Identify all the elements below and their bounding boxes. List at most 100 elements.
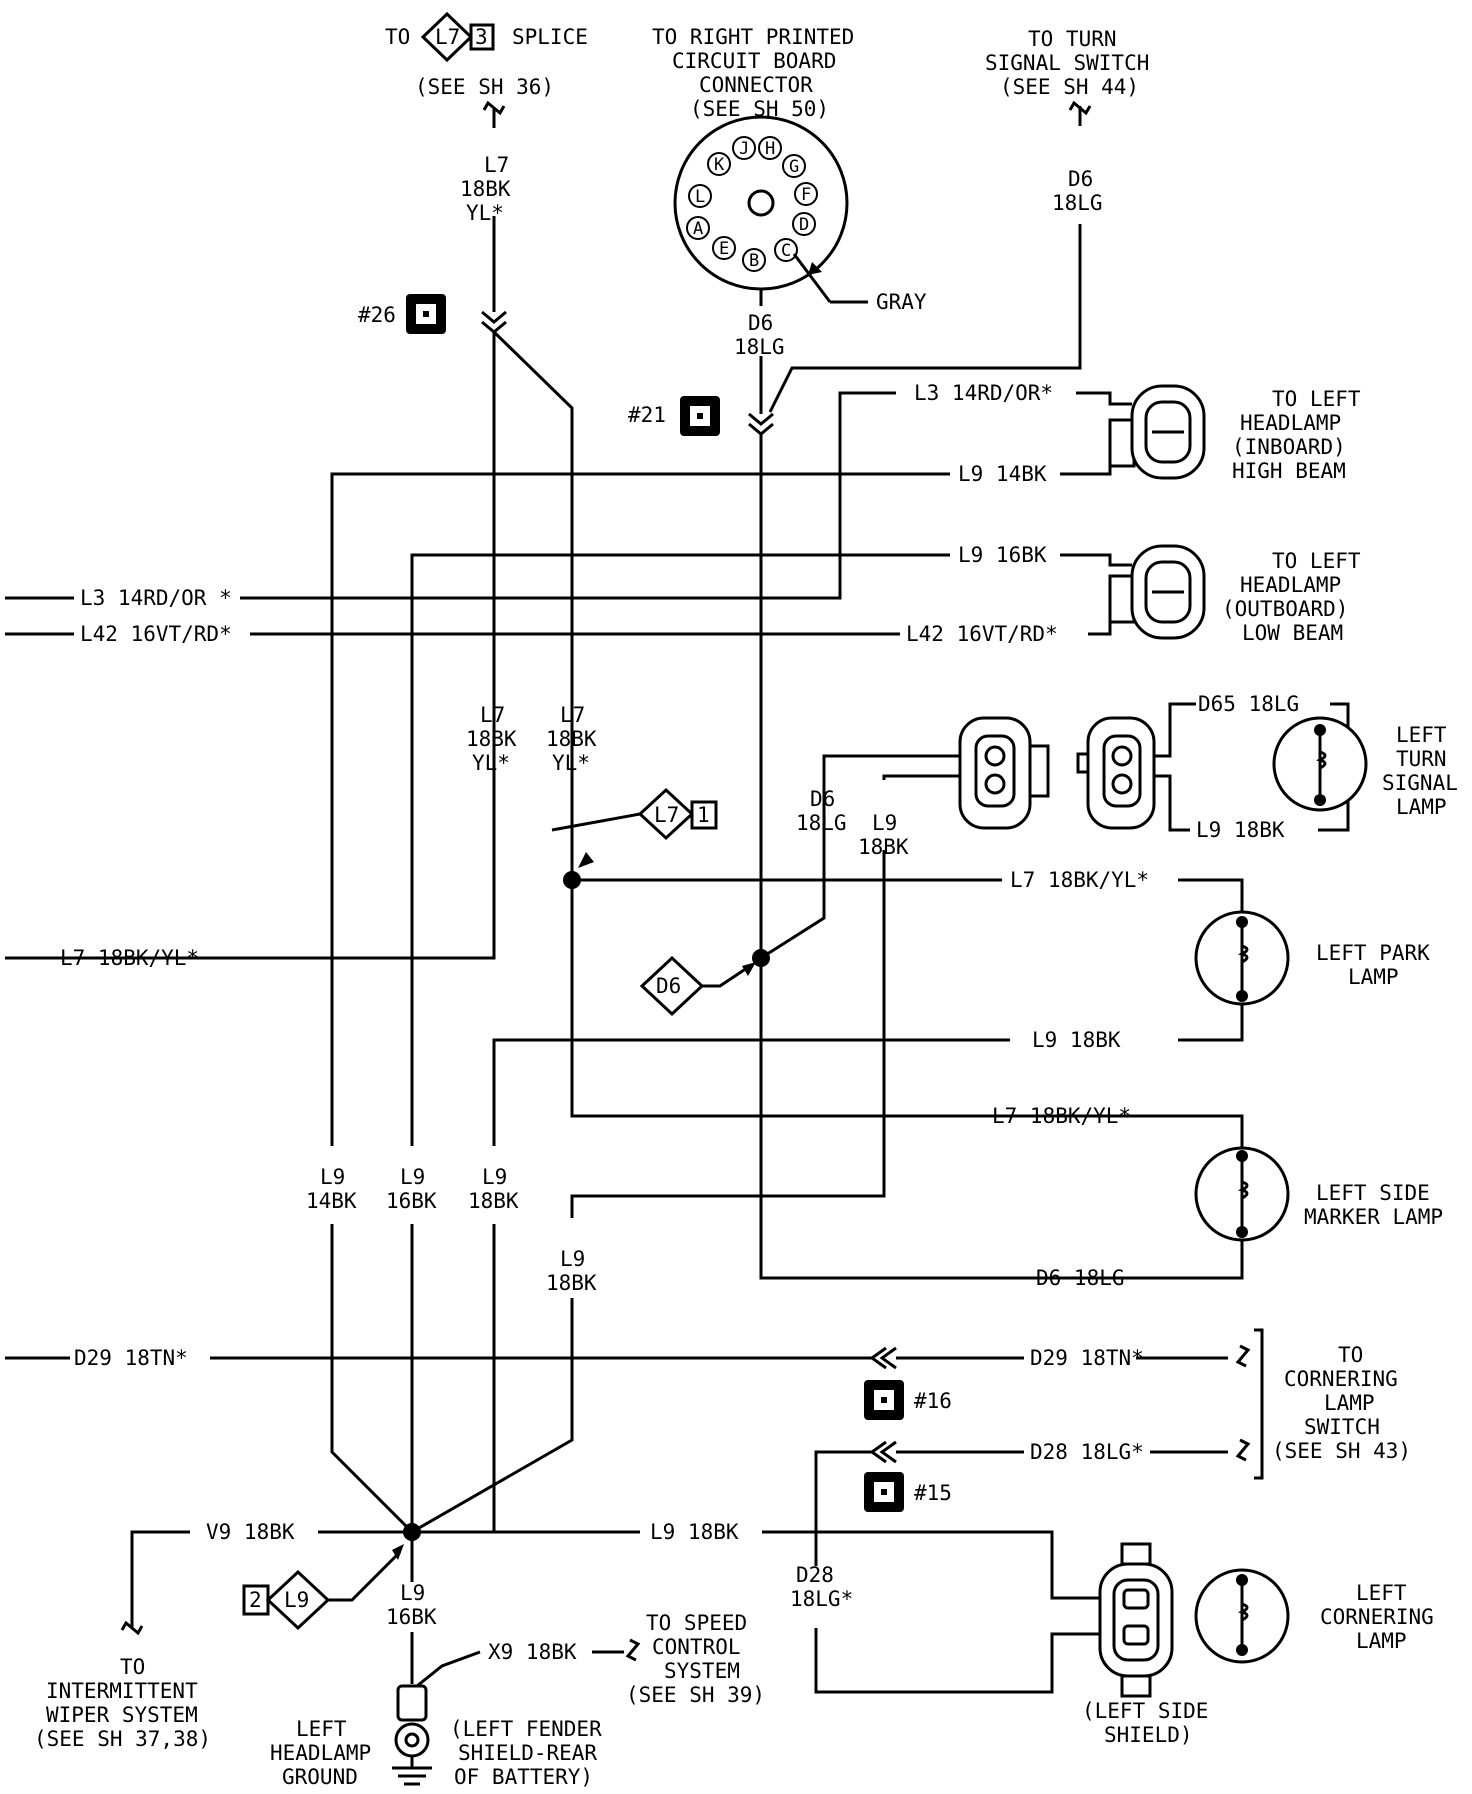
pcb-pin-label-j: J — [739, 139, 749, 159]
v9-label: V9 18BK — [206, 1520, 295, 1544]
connector-21-label: #21 — [628, 403, 666, 427]
splice-node-l7 — [563, 871, 581, 889]
gray-pointer-arrow — [808, 262, 822, 275]
splice-l7-1: L7 1 — [578, 787, 718, 868]
ground-lug — [396, 1684, 428, 1722]
connector-21-badge: #21 — [628, 396, 720, 436]
l3-high-beam-wire — [5, 391, 1132, 600]
splice-d6: D6 — [639, 955, 756, 1017]
l7-top-break-mark — [482, 100, 506, 116]
d29-right-label: D29 18TN* — [1030, 1346, 1144, 1370]
x9-break-mark — [625, 1638, 641, 1662]
l3-left-label: L3 14RD/OR * — [80, 586, 232, 610]
splice-d6-label: D6 — [656, 974, 681, 998]
pcb-label-2: CIRCUIT BOARD — [672, 49, 836, 73]
pcb-pin-j — [732, 136, 756, 160]
turn-signal-connector-male — [958, 716, 1050, 830]
d65-label: D65 18LG — [1198, 692, 1299, 716]
pcb-pin-e — [712, 236, 736, 260]
turn-switch-label-1: TO TURN — [1028, 27, 1117, 51]
l9-marker-ground-wire — [570, 850, 886, 1218]
turn-switch-label-2: SIGNAL SWITCH — [985, 51, 1149, 75]
d6-branch-wire — [760, 840, 826, 960]
connector-26-badge: #26 — [358, 294, 446, 334]
pcb-pin-label-h: H — [765, 139, 775, 159]
splice-l7-1-box — [690, 800, 718, 830]
turn-lamp-label: LEFT TURN SIGNAL LAMP — [1382, 723, 1471, 819]
splice-l9-2-diamond — [265, 1569, 331, 1631]
pcb-pin-label-l: L — [695, 187, 705, 207]
splice-node-l9-ground — [403, 1523, 421, 1541]
d6-side-label: D6 18LG — [1036, 1266, 1125, 1290]
l9-park-ground-wire — [492, 1000, 1244, 1532]
d6-turn-break-mark — [1068, 100, 1092, 116]
splice-see-ref: (SEE SH 36) — [415, 75, 554, 99]
l9-16bk-right-label: L9 16BK — [958, 543, 1047, 567]
connector-16-chevron — [869, 1346, 897, 1370]
turn-signal-connector-female — [1076, 716, 1156, 830]
splice-l7-3-reference: TO L7 3 SPLICE (SEE SH 36) — [385, 11, 588, 99]
splice-number-box — [469, 23, 495, 51]
l7-side-marker-wire — [492, 330, 1244, 1150]
l9-cornering-label: L9 18BK — [650, 1520, 739, 1544]
cornering-switch-bracket — [1254, 1328, 1264, 1480]
pcb-pin-label-e: E — [719, 239, 729, 259]
l42-left-label: L42 16VT/RD* — [80, 622, 232, 646]
d28-break-mark — [1235, 1438, 1251, 1462]
connector-16-label: #16 — [914, 1389, 952, 1413]
side-marker-label: LEFT SIDE MARKER LAMP — [1304, 1181, 1443, 1229]
splice-word: SPLICE — [512, 25, 588, 49]
side-shield-label: (LEFT SIDE SHIELD) — [1082, 1699, 1221, 1747]
l9-col4-wire — [411, 1298, 574, 1534]
splice-l9-2-num: 2 — [249, 1588, 262, 1612]
pcb-pin-label-c: C — [781, 241, 791, 261]
left-cornering-lamp — [1194, 1568, 1290, 1664]
l9-cornering-wire — [412, 1530, 1118, 1600]
cornering-connector-top-tab — [1120, 1542, 1152, 1566]
d6-turn-lamp-wire — [822, 754, 960, 840]
left-side-marker-lamp — [1194, 1146, 1290, 1242]
turn-switch-label-3: (SEE SH 44) — [1000, 75, 1139, 99]
l7-park-label: L7 18BK/YL* — [1010, 868, 1149, 892]
pcb-pin-d — [792, 212, 816, 236]
pcb-pin-label-k: K — [714, 155, 725, 175]
l9-turn-lamp-wire-top — [882, 774, 960, 780]
l7-side-label: L7 18BK/YL* — [992, 1104, 1131, 1128]
pcb-connector-reference: TO RIGHT PRINTED CIRCUIT BOARD CONNECTOR… — [652, 25, 927, 314]
turn-signal-connector-male-latch — [1028, 744, 1050, 798]
pcb-label-1: TO RIGHT PRINTED — [652, 25, 854, 49]
d6-side-marker-wire — [759, 434, 1244, 1280]
turn-switch-reference: TO TURN SIGNAL SWITCH (SEE SH 44) — [985, 27, 1149, 99]
l9-14bk-right-label: L9 14BK — [958, 462, 1047, 486]
wiper-break-mark — [120, 1620, 144, 1636]
l7-park-wire — [572, 878, 1244, 918]
pcb-pin-label-f: F — [801, 185, 811, 205]
v9-wiper-wire — [130, 1530, 412, 1628]
connector-26-chevron — [481, 310, 507, 334]
park-lamp-label: LEFT PARK LAMP — [1316, 941, 1442, 989]
high-beam-connector — [1108, 384, 1206, 480]
pcb-pin-label-d: D — [799, 215, 809, 235]
l7-left-wire — [5, 332, 496, 960]
pcb-pin-label-b: B — [749, 251, 759, 271]
pcb-color-label: GRAY — [876, 290, 927, 314]
to-label: TO — [385, 25, 410, 49]
splice-l9-2-id: L9 — [284, 1588, 309, 1612]
pcb-pin-label-a: A — [693, 219, 703, 239]
l9-16bk-wire — [410, 553, 1132, 1532]
pcb-pin-l — [688, 184, 712, 208]
component-labels: TO LEFT HEADLAMP (INBOARD) HIGH BEAM TO … — [34, 387, 1471, 1789]
gray-pointer-line — [792, 253, 832, 303]
d29-left-label: D29 18TN* — [74, 1346, 188, 1370]
d28-cornering-wire — [814, 1450, 1118, 1694]
